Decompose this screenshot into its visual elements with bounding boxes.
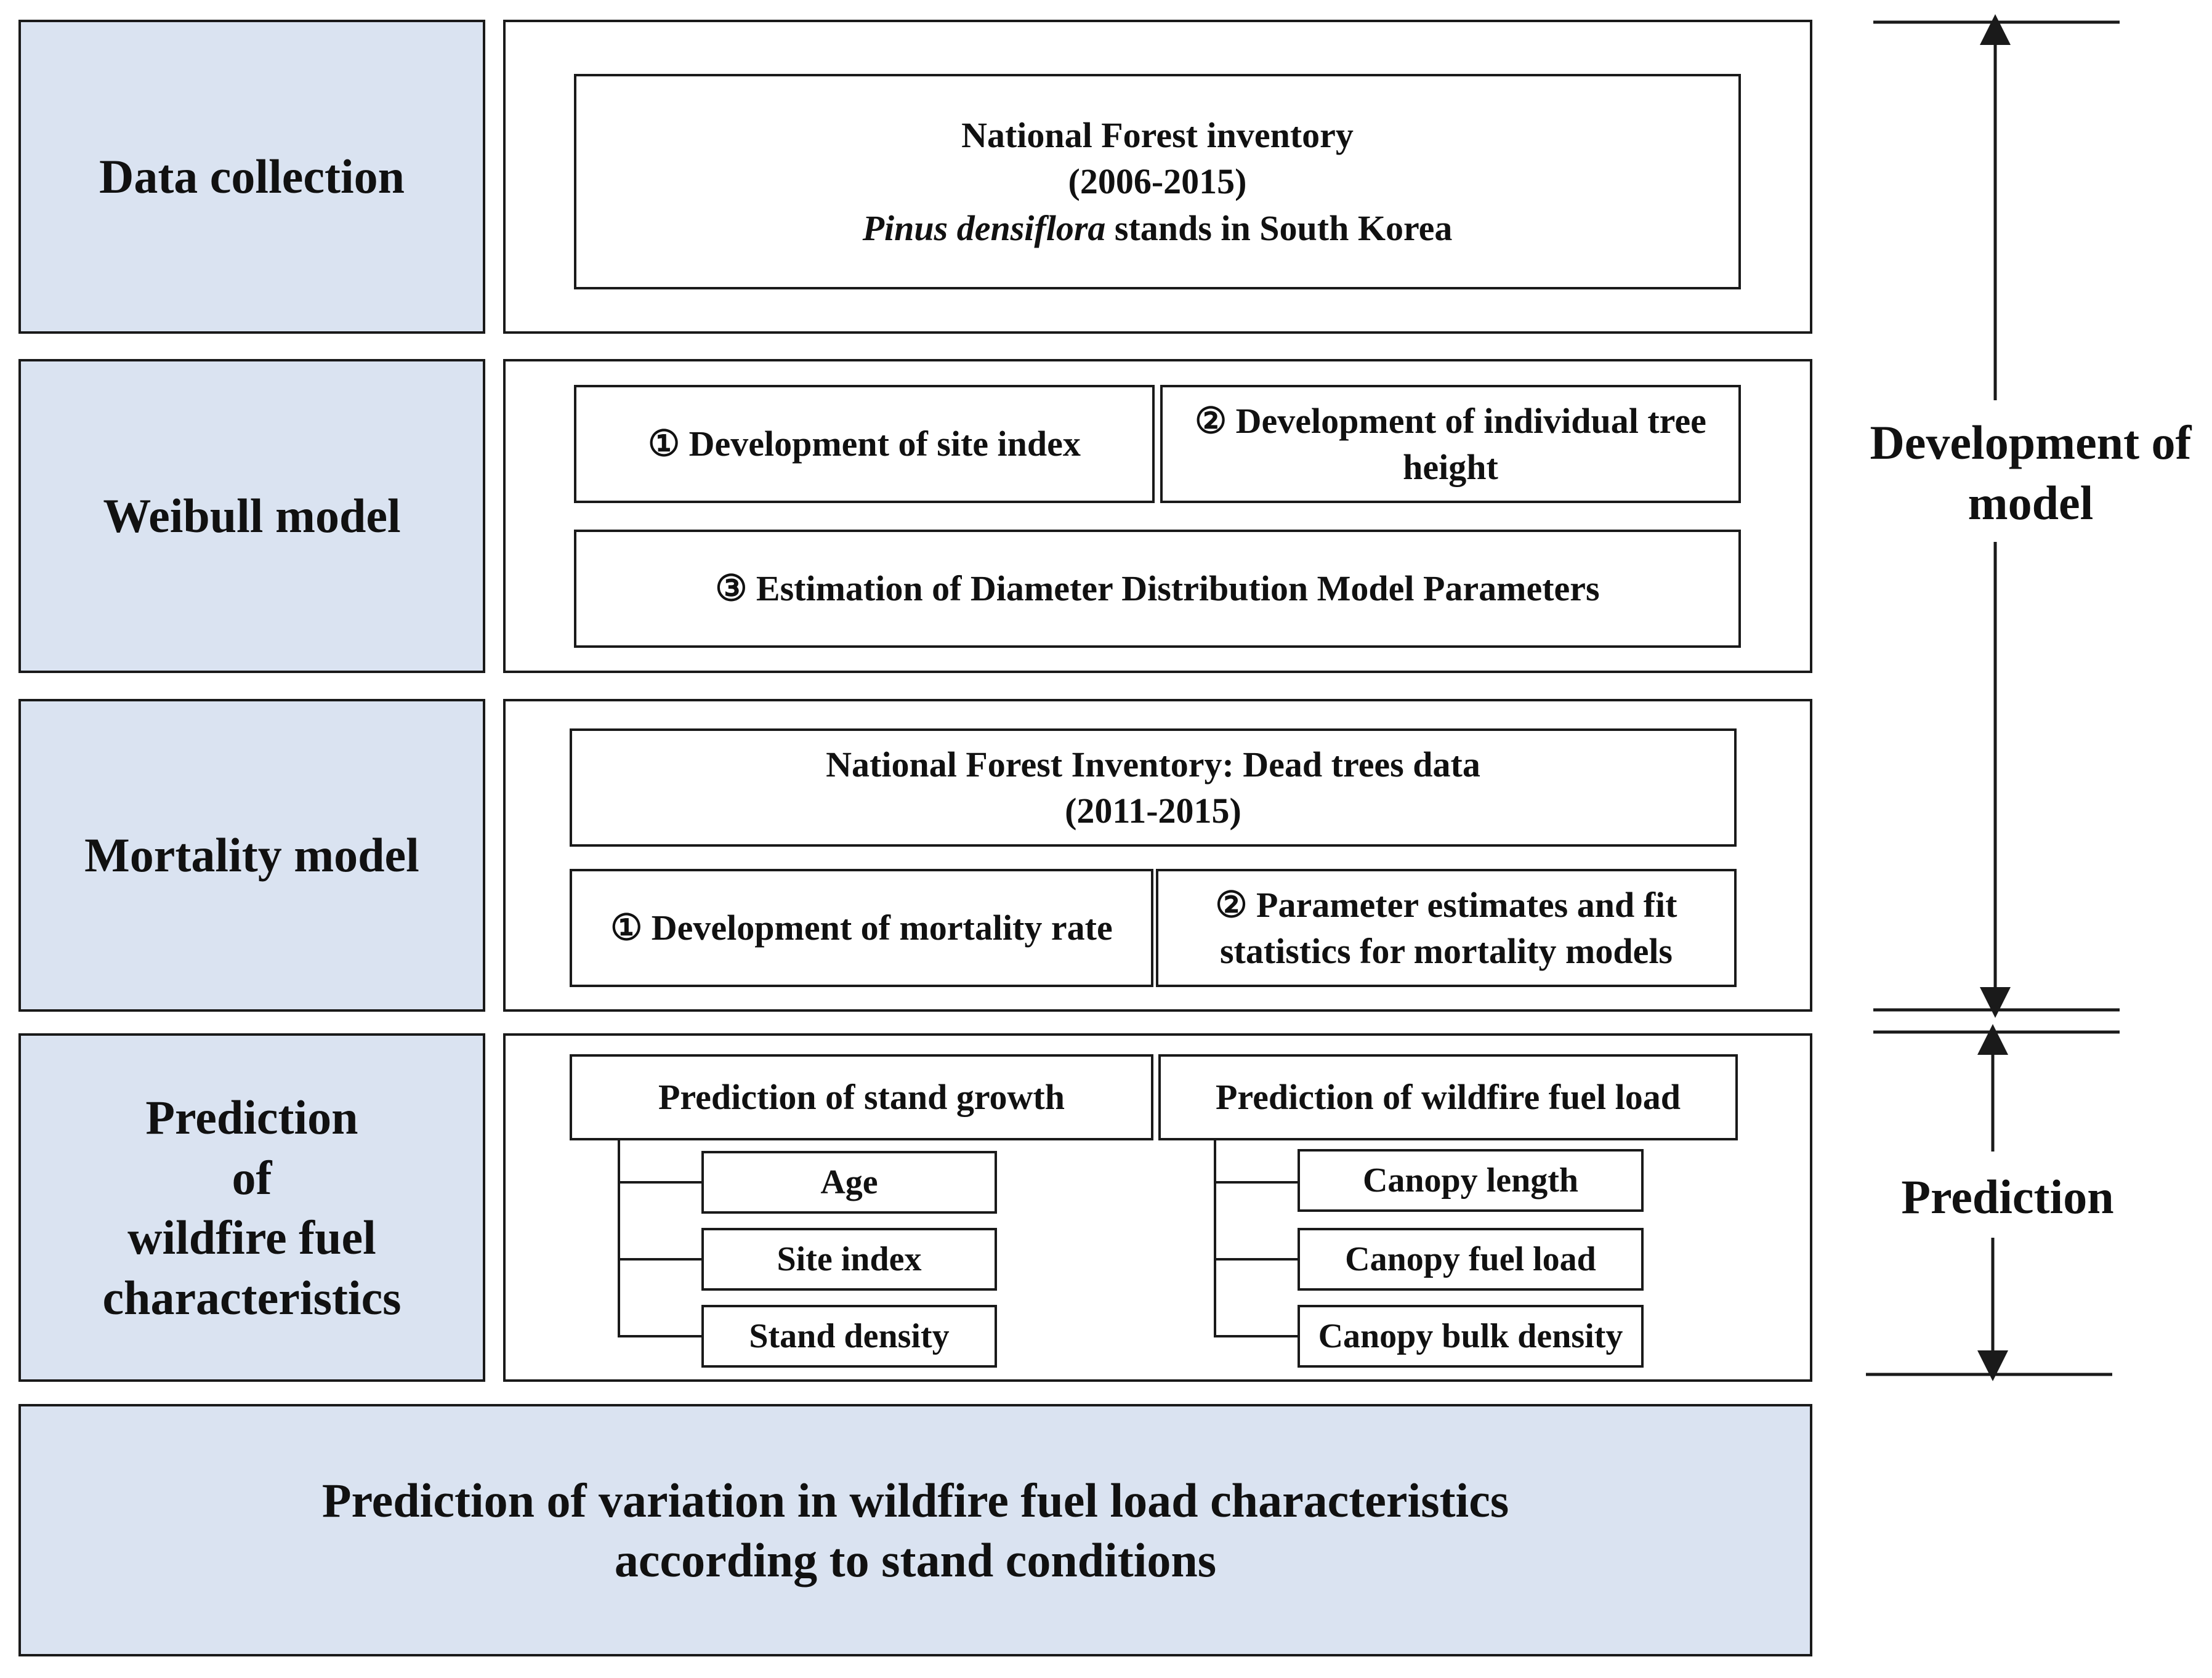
stage-label: Data collection bbox=[99, 150, 405, 204]
diameter-distribution-box: ③ Estimation of Diameter Distribution Mo… bbox=[574, 530, 1741, 648]
site-index-box: ① Development of site index bbox=[574, 385, 1155, 503]
stage-label: Weibull model bbox=[103, 489, 401, 543]
stage-label: Prediction of wildfire fuel characterist… bbox=[102, 1091, 402, 1325]
age-box: Age bbox=[701, 1151, 997, 1214]
nfi-stands: Pinus densiflora stands in South Korea bbox=[862, 208, 1453, 248]
stand-growth-connector bbox=[618, 1140, 620, 1336]
site-index-label: ① Development of site index bbox=[648, 424, 1081, 464]
dead-trees-box: National Forest Inventory: Dead trees da… bbox=[570, 728, 1737, 847]
species-name: Pinus densiflora bbox=[862, 208, 1106, 248]
diameter-label: ③ Estimation of Diameter Distribution Mo… bbox=[715, 568, 1600, 609]
fuel-load-connector bbox=[1214, 1140, 1216, 1336]
connector-branch bbox=[1214, 1335, 1299, 1337]
mortality-params-box: ② Parameter estimates and fit statistics… bbox=[1156, 869, 1737, 987]
development-of-model-label: Development of model bbox=[1854, 413, 2208, 533]
stage-mortality-model: Mortality model bbox=[18, 699, 485, 1012]
stand-growth-box: Prediction of stand growth bbox=[570, 1054, 1153, 1140]
stage-prediction: Prediction of wildfire fuel characterist… bbox=[18, 1033, 485, 1382]
canopy-fuel-load-box: Canopy fuel load bbox=[1298, 1228, 1644, 1291]
canopy-bulk-density-box: Canopy bulk density bbox=[1298, 1305, 1644, 1368]
nfi-years: (2006-2015) bbox=[1068, 161, 1247, 202]
connector-branch bbox=[1214, 1181, 1299, 1184]
connector-branch bbox=[618, 1335, 703, 1337]
fuel-load-title: Prediction of wildfire fuel load bbox=[1215, 1077, 1681, 1118]
site-index-leaf-box: Site index bbox=[701, 1228, 997, 1291]
tree-height-box: ② Development of individual tree height bbox=[1160, 385, 1741, 503]
mortality-rate-label: ① Development of mortality rate bbox=[610, 908, 1113, 948]
stand-growth-title: Prediction of stand growth bbox=[658, 1077, 1065, 1118]
connector-branch bbox=[618, 1181, 703, 1184]
stand-density-box: Stand density bbox=[701, 1305, 997, 1368]
mortality-rate-box: ① Development of mortality rate bbox=[570, 869, 1153, 987]
canopy-length-box: Canopy length bbox=[1298, 1149, 1644, 1212]
nfi-title: National Forest inventory bbox=[961, 115, 1354, 155]
connector-branch bbox=[618, 1258, 703, 1261]
fuel-load-box: Prediction of wildfire fuel load bbox=[1158, 1054, 1738, 1140]
nfi-data-box: National Forest inventory (2006-2015) Pi… bbox=[574, 74, 1741, 289]
connector-branch bbox=[1214, 1258, 1299, 1261]
stage-label: Mortality model bbox=[84, 828, 419, 882]
final-outcome-box: Prediction of variation in wildfire fuel… bbox=[18, 1404, 1812, 1656]
stage-weibull-model: Weibull model bbox=[18, 359, 485, 673]
prediction-side-label: Prediction bbox=[1854, 1167, 2162, 1227]
stage-data-collection: Data collection bbox=[18, 20, 485, 334]
